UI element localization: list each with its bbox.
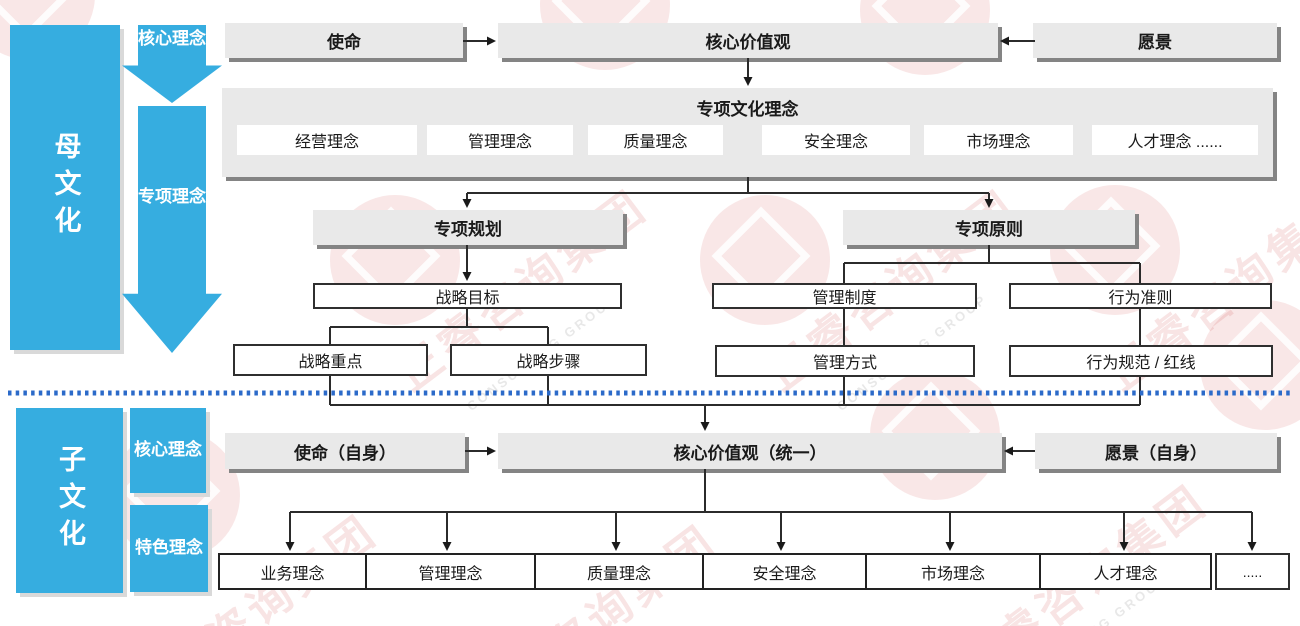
sub-concept-more-label: ..... [1242,563,1263,580]
sub-culture-label: 子文化 [55,445,85,556]
parent-culture-label: 母文化 [50,132,81,243]
principles-title-label: 专项原则 [955,220,1023,239]
special-concept-item: 市场理念 [924,125,1073,155]
sub-vision-label: 愿景（自身） [1105,443,1207,463]
sub-mission-box: 使命（自身） [225,433,465,469]
management-method-label: 管理方式 [812,355,877,372]
management-method-box: 管理方式 [715,345,975,377]
vision-label: 愿景 [1138,33,1172,52]
sub-concepts-strip: 业务理念 管理理念 质量理念 安全理念 市场理念 人才理念 [218,553,1212,590]
strategic-steps-label: 战略步骤 [516,354,581,371]
special-concept-arrow: 专项理念 [122,106,222,353]
sub-concept-more-box: ..... [1215,553,1290,590]
sub-core-concept-box: 核心理念 [130,408,206,493]
special-concept-item: 经营理念 [237,125,417,155]
management-system-box: 管理制度 [712,283,977,309]
principles-title-box: 专项原则 [843,210,1135,245]
mission-label: 使命 [327,33,361,52]
conduct-code-label: 行为准则 [1108,290,1173,307]
behavior-norms-box: 行为规范 / 红线 [1009,345,1273,377]
conduct-code-box: 行为准则 [1009,283,1272,309]
sub-culture-bar: 子文化 [16,408,123,593]
special-concept-item: 安全理念 [762,125,910,155]
strategic-focus-box: 战略重点 [233,344,428,376]
core-concept-arrow-label: 核心理念 [138,29,206,48]
watermark-text-cn: 正睿咨询集团 [948,475,1218,626]
special-concepts-container: 专项文化理念 经营理念 管理理念 质量理念 安全理念 市场理念 人才理念 ...… [222,88,1273,177]
mission-box: 使命 [225,23,463,58]
core-concept-arrow: 核心理念 [122,25,222,103]
sub-concept-item: 安全理念 [702,555,865,588]
core-values-box: 核心价值观 [498,23,998,58]
core-values-label: 核心价值观 [705,33,791,52]
behavior-norms-label: 行为规范 / 红线 [1086,355,1196,372]
sub-core-values-label: 核心价值观（统一） [673,443,827,463]
strategic-goal-label: 战略目标 [435,290,500,307]
sub-concept-item: 业务理念 [260,565,325,583]
sub-mission-label: 使命（自身） [294,443,396,463]
planning-title-box: 专项规划 [313,210,623,245]
sub-concept-item: 人才理念 [1039,555,1210,588]
sub-concept-item: 管理理念 [365,555,534,588]
strategic-steps-box: 战略步骤 [450,344,647,376]
sub-concept-item: 市场理念 [865,555,1039,588]
sub-feature-concept-label: 特色理念 [135,538,203,558]
sub-concept-item: 质量理念 [534,555,702,588]
special-concept-arrow-label: 专项理念 [138,187,206,206]
sub-core-values-box: 核心价值观（统一） [498,433,1002,469]
strategic-focus-label: 战略重点 [298,354,363,371]
vision-box: 愿景 [1033,23,1277,58]
special-concepts-title: 专项文化理念 [696,100,799,119]
sub-vision-box: 愿景（自身） [1035,433,1277,469]
management-system-label: 管理制度 [812,290,877,307]
special-concept-item: 人才理念 ...... [1092,125,1258,155]
special-concept-item: 管理理念 [427,125,573,155]
sub-core-concept-label: 核心理念 [134,440,202,460]
planning-title-label: 专项规划 [434,220,502,239]
special-concept-item: 质量理念 [588,125,723,155]
strategic-goal-box: 战略目标 [313,283,622,309]
parent-culture-bar: 母文化 [10,25,120,350]
sub-feature-concept-box: 特色理念 [130,505,208,592]
